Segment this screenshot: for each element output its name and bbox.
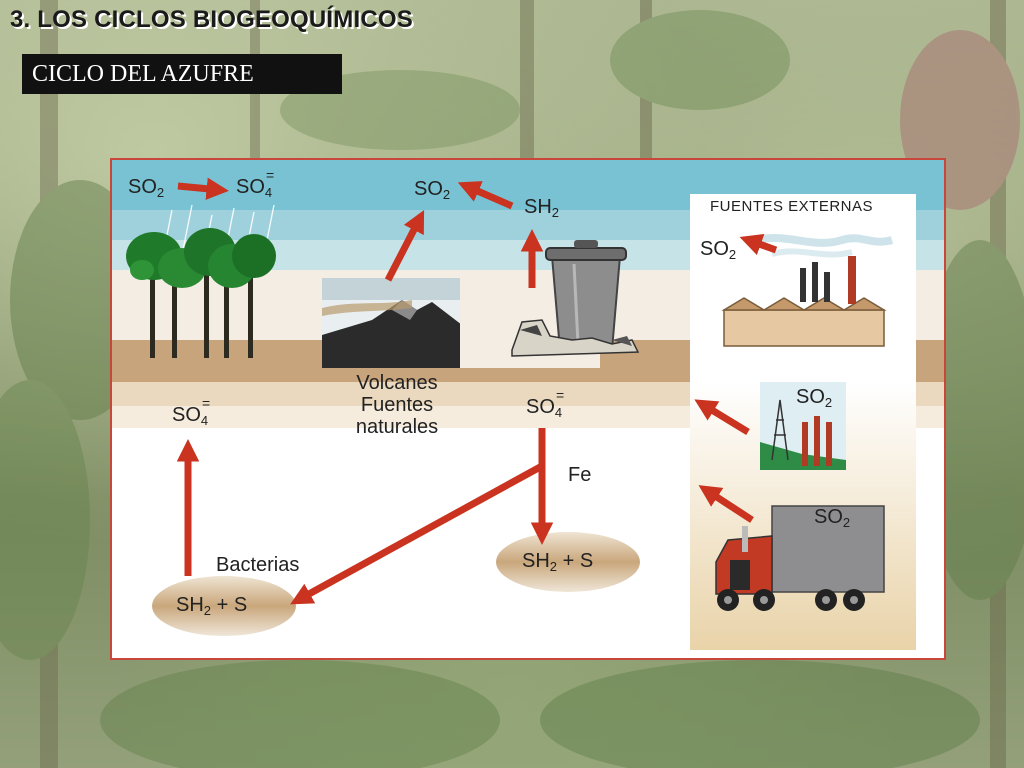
label-fe: Fe [568,464,592,486]
trees [126,228,276,358]
volcano-scene [322,278,462,368]
label-volcanoes: Volcanes Fuentes naturales [355,372,439,438]
arrow-factory-so2 [739,233,778,256]
label-sh2-s-right: SH2 + S [522,550,594,574]
diagram-artwork [112,160,944,658]
label-so4-sky: SO=4 [236,167,274,200]
label-bacteria: Bacterias [216,554,300,576]
slide-title: 3. LOS CICLOS BIOGEOQUÍMICOS [10,6,413,33]
subtitle-box: CICLO DEL AZUFRE [22,54,342,94]
arrow-so4-to-sh2-left [290,462,544,605]
sediment-ellipse-right [496,532,640,592]
label-so4-soil-center: SO=4 [526,387,564,420]
label-so2-center: SO2 [414,178,451,202]
external-sources-panel [690,194,916,650]
label-so2-factory: SO2 [700,238,737,262]
label-so2-truck: SO2 [814,506,851,530]
arrow-volcano-up [384,210,425,282]
arrow-sh2-to-so2 [457,181,514,210]
sediment-ellipse-left [152,576,296,636]
label-external-sources: FUENTES EXTERNAS [710,198,874,215]
subtitle-text: CICLO DEL AZUFRE [32,60,254,87]
label-sh2-s-left: SH2 + S [176,594,248,618]
label-so4-soil-left: SO=4 [172,395,210,428]
label-so2-sky: SO2 [128,176,165,200]
trash-can-scene [460,240,640,368]
arrows [176,177,778,605]
label-so2-power-plant: SO2 [796,386,833,410]
sulfur-cycle-diagram: SO2 SO=4 SO2 SH2 Volcanes Fuentes natura… [110,158,946,660]
label-sh2-center: SH2 [524,196,560,220]
arrow-power-plant [694,399,750,435]
arrow-truck [698,485,754,523]
arrow-so2-to-so4 [177,177,229,200]
